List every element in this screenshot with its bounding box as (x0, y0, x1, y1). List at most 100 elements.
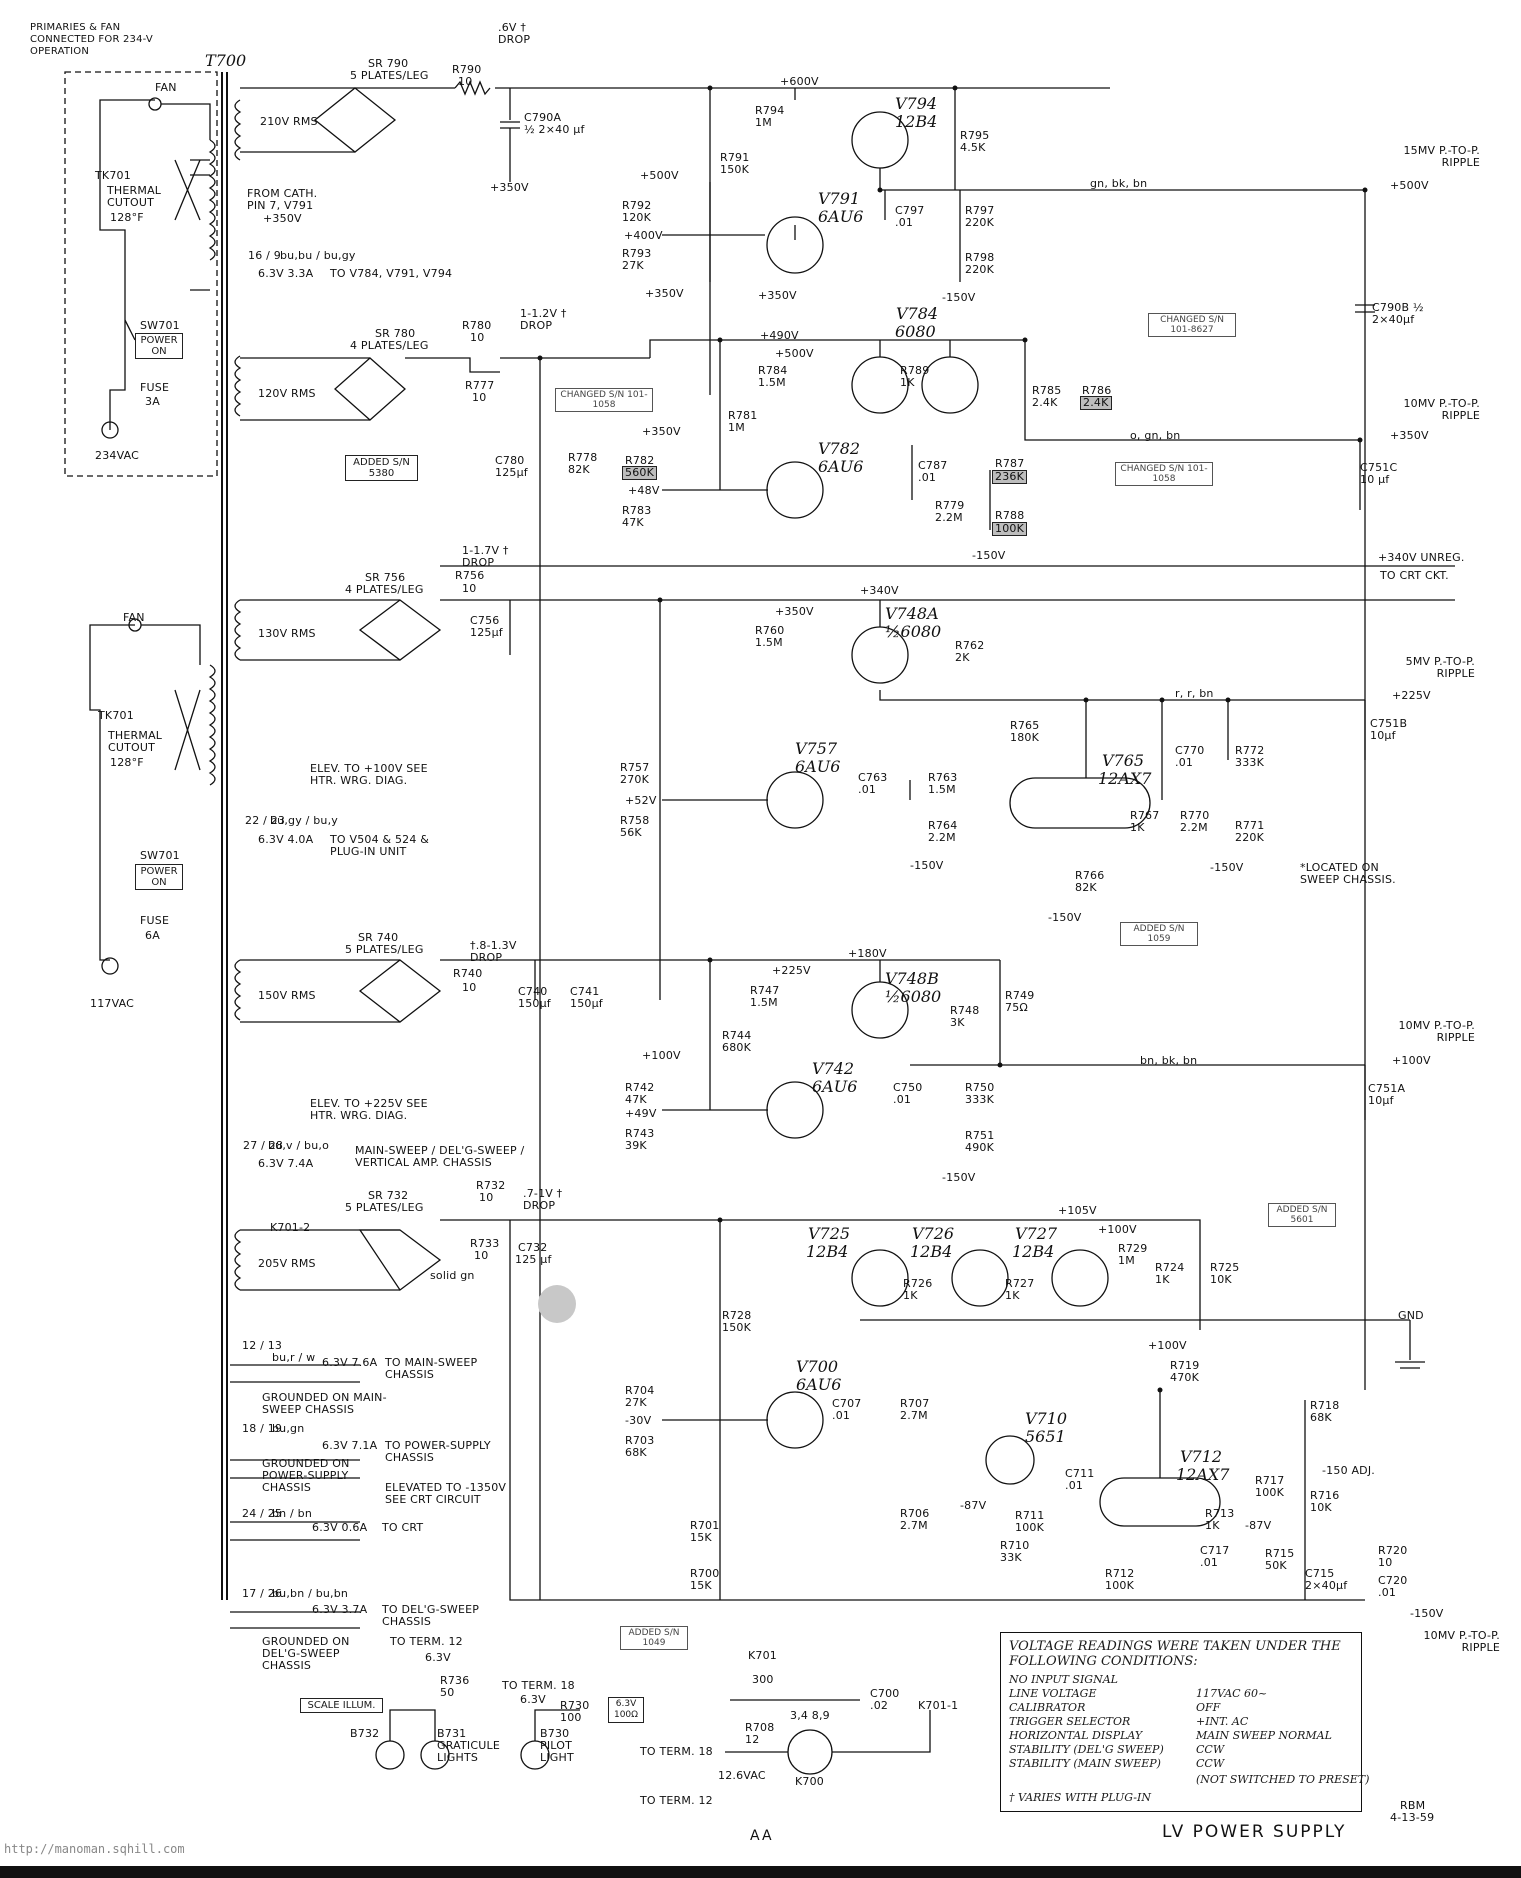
relay-k701-1: K701-1 (918, 1699, 959, 1712)
tube-v765: V765 (1102, 751, 1145, 770)
c790a-label: C790A (524, 111, 562, 124)
r749-label: R749 75Ω (1005, 989, 1035, 1014)
c711-label: C711 .01 (1065, 1467, 1095, 1492)
relay-r708: R708 12 (745, 1721, 775, 1746)
htr5-wire: bu,gn (272, 1422, 305, 1435)
r748-label: R748 3K (950, 1004, 980, 1029)
r760-label: R760 1.5M (755, 624, 785, 649)
sr790-label: SR 790 (368, 57, 409, 70)
r792-label: R792 120K (622, 199, 652, 224)
primary234-fuse-rating: 3A (145, 395, 160, 408)
c732-value: 125 µf (515, 1253, 552, 1266)
changed-1058b: CHANGED S/N 101-1058 (1115, 462, 1213, 486)
r600-ripple: 15MV P.-TO-P. RIPPLE (1403, 144, 1480, 169)
primary117-temp: 128°F (110, 756, 144, 769)
htr2-note: ELEV. TO +100V SEE HTR. WRG. DIAG. (310, 762, 428, 787)
htr7-note: GROUNDED ON DEL'G-SWEEP CHASSIS (262, 1635, 350, 1672)
r744-label: R744 680K (722, 1029, 752, 1054)
r764-label: R764 2.2M (928, 819, 958, 844)
tube-v794-type: 12B4 (895, 112, 938, 131)
tube-v757-type: 6AU6 (795, 757, 841, 776)
r100-drop: †.8-1.3V DROP (470, 939, 517, 964)
relay-k701-2: K701-2 (270, 1221, 311, 1234)
r732-label: R732 (476, 1179, 506, 1192)
r781-label: R781 1M (728, 409, 758, 434)
page-title: LV POWER SUPPLY (1162, 1822, 1347, 1842)
r757-label: R757 270K (620, 761, 650, 786)
r788-label: R788 (995, 509, 1025, 522)
r100-rms: 150V RMS (258, 989, 316, 1002)
v-87b: -87V (1245, 1519, 1272, 1532)
relay-to18: TO TERM. 18 (640, 1745, 713, 1758)
v-350d: +350V (775, 605, 814, 618)
r797-label: R797 220K (965, 204, 995, 229)
r767-label: R767 1K (1130, 809, 1160, 834)
r777-value: 10 (472, 391, 487, 404)
sweep-note: *LOCATED ON SWEEP CHASSIS. (1300, 861, 1396, 886)
lamp-to-term18: TO TERM. 18 (502, 1679, 575, 1692)
r732-value: 10 (479, 1191, 494, 1204)
r794-label: R794 1M (755, 104, 785, 129)
r782-label: R782 (625, 454, 655, 467)
v-600: +600V (780, 75, 819, 88)
relay-c700: C700 .02 (870, 1687, 900, 1712)
c751a-label: C751A 10µf (1368, 1082, 1406, 1107)
htr3-note: ELEV. TO +225V SEE HTR. WRG. DIAG. (310, 1097, 428, 1122)
htr3-wire: bu,v / bu,o (268, 1139, 330, 1152)
r712-label: R712 100K (1105, 1567, 1135, 1592)
htr5-pins: 18 / 19 (242, 1422, 283, 1435)
r728-label: R728 150K (722, 1309, 752, 1334)
r706-label: R706 2.7M (900, 1507, 930, 1532)
note-k-0: NO INPUT SIGNAL (1009, 1673, 1118, 1686)
v-100c: +100V (1148, 1339, 1187, 1352)
scroll-marker[interactable] (538, 1285, 576, 1323)
r710-label: R710 33K (1000, 1539, 1030, 1564)
tube-v794: V794 (895, 94, 938, 113)
r150-rms: 205V RMS (258, 1257, 316, 1270)
footer-bar (0, 1866, 1521, 1878)
tube-v726-type: 12B4 (910, 1242, 953, 1261)
note-v-3: +INT. AC (1196, 1715, 1249, 1728)
r100-ripple: 10MV P.-TO-P. RIPPLE (1398, 1019, 1475, 1044)
voltage-notes-box: VOLTAGE READINGS WERE TAKEN UNDER THE FO… (1000, 1632, 1369, 1812)
r733-value: 10 (474, 1249, 489, 1262)
r750-label: R750 333K (965, 1081, 995, 1106)
r726-label: R726 1K (903, 1277, 933, 1302)
c715-label: C715 2×40µf (1305, 1567, 1348, 1592)
lamp-r730: R730 100 (560, 1699, 590, 1724)
note-v-1: 117VAC 60~ (1196, 1687, 1268, 1700)
tube-v748b: V748B (885, 969, 939, 988)
lamp-b730: B730 PILOT LIGHT (540, 1727, 574, 1764)
lamp-b732: B732 (350, 1727, 380, 1740)
lamp-63v-b: 6.3V (520, 1693, 546, 1706)
r780-value: 10 (470, 331, 485, 344)
v-340: +340V (860, 584, 899, 597)
r786-label: R786 (1082, 384, 1112, 397)
primary234-fuse: FUSE (140, 381, 170, 394)
r701-label: R701 15K (690, 1519, 720, 1544)
r600-rms: 210V RMS (260, 115, 318, 128)
cath-voltage: +350V (263, 212, 302, 225)
r770-label: R770 2.2M (1180, 809, 1210, 834)
c740-label: C740 (518, 985, 548, 998)
source-url[interactable]: http://manoman.sqhill.com (4, 1842, 185, 1856)
primary117-tk: TK701 (98, 709, 134, 722)
r756-label: R756 (455, 569, 485, 582)
sr780-plates: 4 PLATES/LEG (350, 339, 429, 352)
r751-label: R751 490K (965, 1129, 995, 1154)
c756-value: 125µf (470, 626, 503, 639)
r225-rms: 130V RMS (258, 627, 316, 640)
r150-out-voltage: -150V (1410, 1607, 1444, 1620)
r704-label: R704 27K (625, 1384, 655, 1409)
primary117-fan: FAN (123, 611, 145, 624)
note-v-7: (NOT SWITCHED TO PRESET) (1196, 1773, 1370, 1786)
primary-note: PRIMARIES & FAN CONNECTED FOR 234-V OPER… (30, 22, 153, 57)
tube-v748b-type: ½6080 (885, 987, 942, 1006)
r782-value: 560K (622, 466, 658, 480)
notes-footnote: † VARIES WITH PLUG-IN (1009, 1791, 1151, 1804)
r350-rms: 120V RMS (258, 387, 316, 400)
tube-v742: V742 (812, 1059, 855, 1078)
htr4-note: GROUNDED ON MAIN-SWEEP CHASSIS (262, 1391, 387, 1416)
htr4-wire: bu,r / w (272, 1351, 316, 1364)
r791-label: R791 150K (720, 151, 750, 176)
